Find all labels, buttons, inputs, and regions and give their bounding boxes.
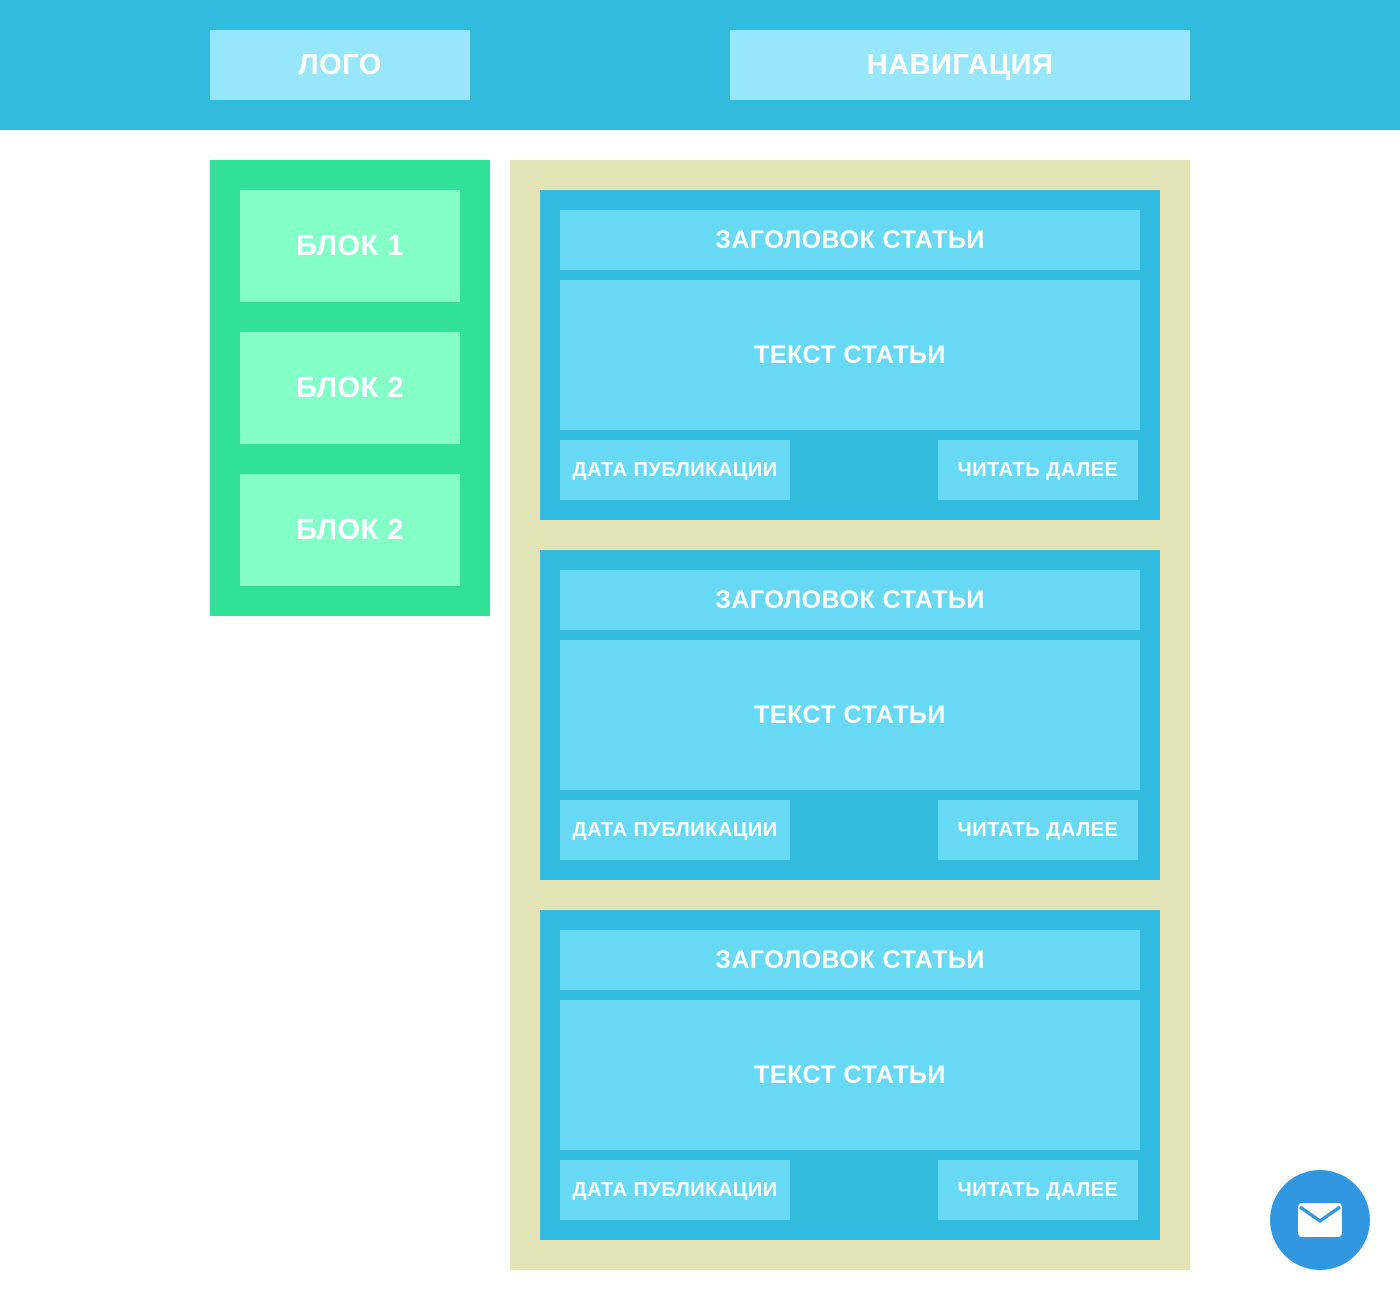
- article-card: ЗАГОЛОВОК СТАТЬИ ТЕКСТ СТАТЬИ ДАТА ПУБЛИ…: [540, 910, 1160, 1240]
- logo[interactable]: ЛОГО: [210, 30, 470, 100]
- sidebar-block-3[interactable]: БЛОК 2: [240, 474, 460, 586]
- mail-button[interactable]: [1270, 1170, 1370, 1270]
- mail-icon: [1298, 1203, 1342, 1237]
- read-more-button[interactable]: ЧИТАТЬ ДАЛЕЕ: [938, 1160, 1138, 1220]
- article-date: ДАТА ПУБЛИКАЦИИ: [560, 440, 790, 500]
- sidebar-block-1[interactable]: БЛОК 1: [240, 190, 460, 302]
- article-card: ЗАГОЛОВОК СТАТЬИ ТЕКСТ СТАТЬИ ДАТА ПУБЛИ…: [540, 190, 1160, 520]
- article-text: ТЕКСТ СТАТЬИ: [560, 1000, 1140, 1150]
- article-card: ЗАГОЛОВОК СТАТЬИ ТЕКСТ СТАТЬИ ДАТА ПУБЛИ…: [540, 550, 1160, 880]
- article-text: ТЕКСТ СТАТЬИ: [560, 280, 1140, 430]
- article-date: ДАТА ПУБЛИКАЦИИ: [560, 1160, 790, 1220]
- read-more-button[interactable]: ЧИТАТЬ ДАЛЕЕ: [938, 800, 1138, 860]
- sidebar: БЛОК 1 БЛОК 2 БЛОК 2: [210, 160, 490, 616]
- navigation[interactable]: НАВИГАЦИЯ: [730, 30, 1190, 100]
- article-text: ТЕКСТ СТАТЬИ: [560, 640, 1140, 790]
- article-title[interactable]: ЗАГОЛОВОК СТАТЬИ: [560, 210, 1140, 270]
- sidebar-block-2[interactable]: БЛОК 2: [240, 332, 460, 444]
- article-date: ДАТА ПУБЛИКАЦИИ: [560, 800, 790, 860]
- main-content: ЗАГОЛОВОК СТАТЬИ ТЕКСТ СТАТЬИ ДАТА ПУБЛИ…: [510, 160, 1190, 1270]
- read-more-button[interactable]: ЧИТАТЬ ДАЛЕЕ: [938, 440, 1138, 500]
- article-title[interactable]: ЗАГОЛОВОК СТАТЬИ: [560, 930, 1140, 990]
- site-header: ЛОГО НАВИГАЦИЯ: [0, 0, 1400, 130]
- article-title[interactable]: ЗАГОЛОВОК СТАТЬИ: [560, 570, 1140, 630]
